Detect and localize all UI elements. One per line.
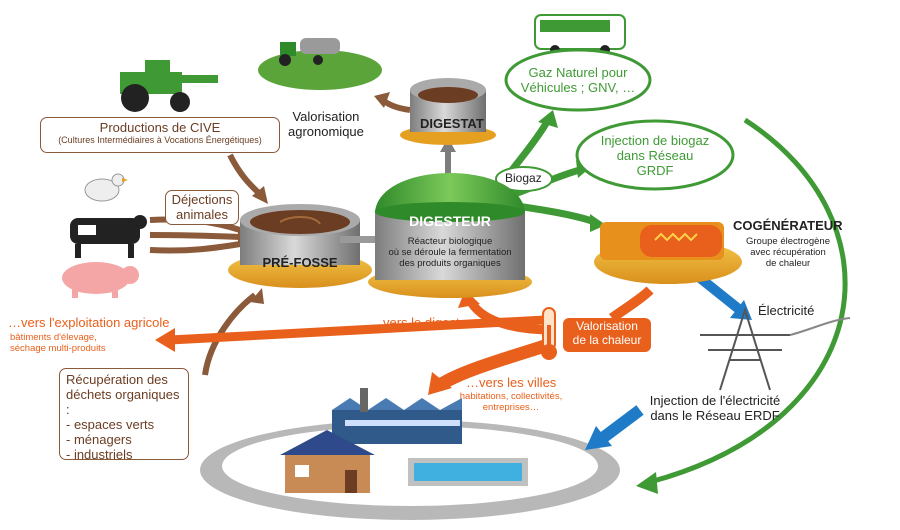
cive-title: Productions de CIVE [99,120,221,135]
digester-tank [368,173,532,298]
digesteur-label: DIGESTEUR [409,213,491,229]
digestat-tank [400,78,496,145]
thermometer-icon [541,307,557,360]
green-arc-arrow [649,117,848,485]
exploitation-sub: bâtiments d'élevage,séchage multi-produi… [10,332,106,354]
biogaz-label: Biogaz [505,171,542,185]
pig-icon [62,262,139,298]
digestat-label: DIGESTAT [420,116,484,131]
vers-digesteur-label: …vers le digesteur [370,315,479,330]
cive-box: Productions de CIVE (Cultures Intermédia… [40,117,280,153]
vers-villes-sub: habitations, collectivités,entreprises… [459,391,563,413]
gnv-bubble [504,48,652,112]
tractor-icon [120,60,218,112]
injection-biogaz-bubble [575,119,735,191]
orange-arrows [155,286,654,395]
cive-subtitle: (Cultures Intermédiaires à Vocations Éne… [58,135,262,145]
pool-icon [408,458,528,486]
prefosse-tank [228,204,380,288]
green-arc-arrowhead [636,472,658,494]
exploitation-label: …vers l'exploitation agricole [8,315,170,330]
pylon-icon [700,306,851,391]
cogenerator [594,222,742,284]
cow-icon [70,215,147,258]
prefosse-label: PRÉ-FOSSE [262,255,338,270]
cogenerateur-label: COGÉNÉRATEUR [733,218,843,233]
electricite-label: Électricité [758,303,815,318]
factory-icon [332,388,462,444]
blue-arrows [585,274,752,450]
chicken-icon [84,173,128,202]
biogaz-bubble [495,166,553,192]
vers-villes-label: …vers les villes [466,375,557,390]
house-icon [280,430,375,493]
recuperation-box: Récupération des déchets organiques : - … [59,368,189,462]
spreader-tractor-icon [258,38,382,90]
